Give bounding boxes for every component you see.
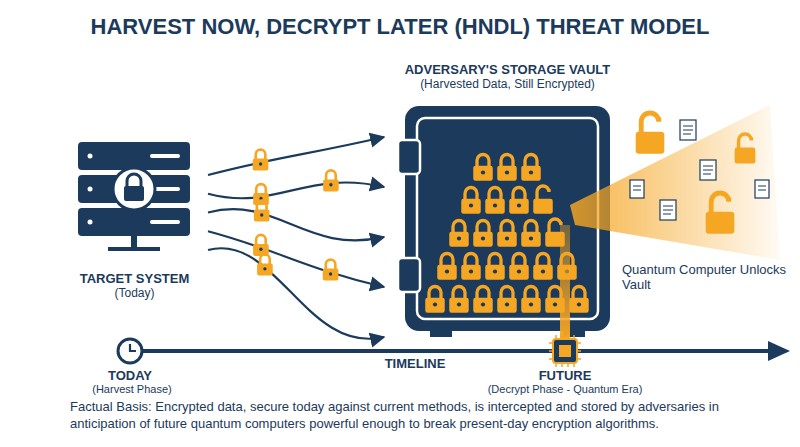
timeline-sublabel: (Decrypt Phase - Quantum Era) bbox=[470, 383, 660, 395]
node-heading: ADVERSARY'S STORAGE VAULT bbox=[405, 62, 611, 77]
illustrated-node: TARGET SYSTEM(Today) bbox=[62, 140, 207, 300]
title: HARVEST NOW, DECRYPT LATER (HNDL) THREAT… bbox=[0, 14, 800, 40]
data-flow-arrow bbox=[208, 231, 384, 287]
decrypted-data bbox=[570, 105, 780, 260]
data-flow-arrow bbox=[208, 248, 384, 339]
timeline-label: TIMELINE bbox=[360, 356, 470, 371]
data-flow-arrow bbox=[208, 137, 384, 175]
server-icon bbox=[78, 142, 190, 251]
node-subtitle: (Harvested Data, Still Encrypted) bbox=[420, 77, 595, 91]
data-flow-arrow bbox=[208, 209, 384, 240]
lock-icon bbox=[323, 260, 339, 281]
timeline-label: TODAY bbox=[88, 368, 172, 383]
lock-icon bbox=[254, 201, 270, 222]
lock-icon bbox=[323, 170, 339, 191]
timeline-sublabel: (Harvest Phase) bbox=[70, 383, 194, 395]
node-heading: TARGET SYSTEM bbox=[80, 271, 190, 286]
quantum-beam bbox=[560, 225, 570, 343]
timeline-label: FUTURE bbox=[515, 368, 615, 383]
data-flow-arrow bbox=[208, 182, 384, 198]
caption: Factual Basis: Encrypted data, secure to… bbox=[70, 398, 760, 432]
lock-icon bbox=[253, 235, 269, 256]
lock-icon bbox=[253, 150, 269, 171]
annotation: Quantum Computer Unlocks Vault bbox=[622, 262, 792, 292]
node-subtitle: (Today) bbox=[114, 286, 154, 300]
timeline bbox=[118, 335, 790, 367]
illustrated-node: ADVERSARY'S STORAGE VAULT(Harvested Data… bbox=[385, 62, 630, 347]
lock-icon bbox=[257, 254, 273, 275]
